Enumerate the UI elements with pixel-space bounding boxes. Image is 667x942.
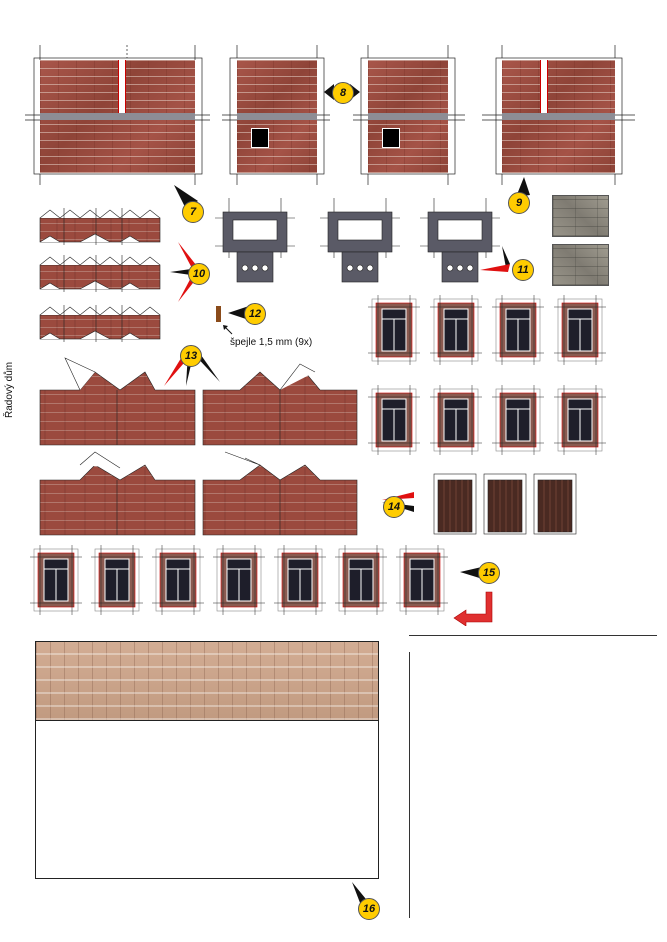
l-shaped-red-arrow-icon — [453, 591, 493, 626]
marker-10: 10 — [188, 263, 210, 285]
pin-caption: špejle 1,5 mm (9x) — [230, 337, 313, 348]
wall-panel-7-cornice — [40, 113, 195, 120]
wall-panel-9-cornice — [502, 113, 615, 120]
pointer-arrow-icon — [480, 246, 510, 272]
stone-texture-b — [552, 244, 609, 286]
roof-tile-texture — [36, 642, 378, 721]
note-divider — [409, 635, 657, 636]
wall-panel-7-seam — [118, 60, 126, 118]
marker-15: 15 — [478, 562, 500, 584]
chimney-parts-11 — [215, 198, 500, 283]
marker-16: 16 — [358, 898, 380, 920]
wall-panel-8a-cornice — [237, 113, 317, 120]
marker-13: 13 — [180, 345, 202, 367]
roof-sheet-16 — [35, 641, 379, 879]
wall-panel-8b-cornice — [368, 113, 448, 120]
marker-9: 9 — [508, 192, 530, 214]
gable-walls-13 — [39, 357, 358, 536]
marker-14: 14 — [383, 496, 405, 518]
marker-12: 12 — [244, 303, 266, 325]
marker-8: 8 — [332, 82, 354, 104]
wall-panel-8a-opening — [251, 128, 269, 148]
marker-11: 11 — [512, 259, 534, 281]
window-parts-grid — [368, 295, 607, 456]
stone-texture-a — [552, 195, 609, 237]
wall-panel-9-seam — [540, 60, 548, 118]
wall-panel-8b-opening — [382, 128, 400, 148]
marker-7: 7 — [182, 201, 204, 223]
door-parts-14 — [433, 473, 577, 535]
up-left-arrow-icon — [223, 325, 233, 335]
strip-parts-10 — [39, 208, 161, 342]
note-column-line — [409, 652, 410, 918]
wooden-pin — [216, 306, 221, 322]
window-parts-row-15 — [30, 545, 449, 616]
